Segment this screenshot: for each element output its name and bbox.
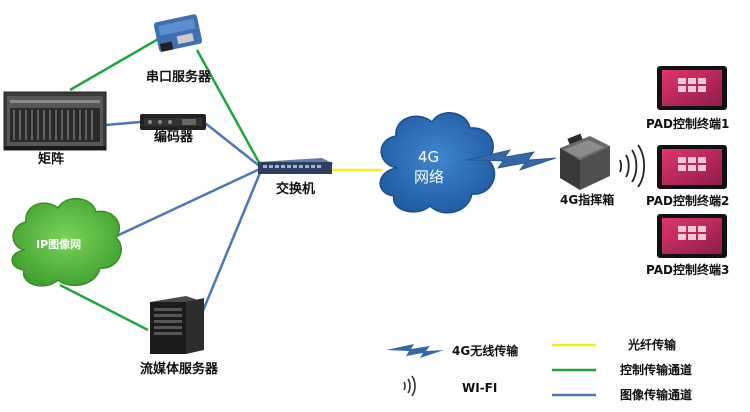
link-matrix-serial xyxy=(69,36,161,92)
4g-network-label-line2: 网络 xyxy=(414,168,445,186)
legend-image-label: 图像传输通道 xyxy=(620,388,693,402)
tablet-icon xyxy=(657,145,727,189)
link-encoder-switch xyxy=(204,122,263,169)
legend-control-label: 控制传输通道 xyxy=(620,363,693,377)
legend-wifi-icon xyxy=(403,375,416,397)
wifi-icon xyxy=(619,144,645,188)
legend-wireless-label: 4G无线传输 xyxy=(452,344,519,358)
legend-lightning-icon xyxy=(386,344,444,358)
lightning-icon xyxy=(465,149,557,171)
command-box-icon xyxy=(560,133,610,190)
stream-server-label: 流媒体服务器 xyxy=(140,362,219,377)
switch-label: 交换机 xyxy=(276,182,316,197)
pad3-label: PAD控制终端3 xyxy=(646,263,730,277)
matrix-icon xyxy=(3,91,107,151)
legend-fiber-label: 光纤传输 xyxy=(628,338,677,352)
stream-server-icon xyxy=(150,296,204,354)
link-ipnet-stream xyxy=(59,283,149,332)
serial-server-icon xyxy=(153,14,203,52)
pad1-label: PAD控制终端1 xyxy=(646,117,730,131)
link-stream-switch xyxy=(198,167,264,319)
cloud-icon xyxy=(11,198,122,287)
tablet-icon xyxy=(657,66,727,110)
switch-icon xyxy=(258,158,334,174)
serial-server-label: 串口服务器 xyxy=(146,70,212,85)
pad2-label: PAD控制终端2 xyxy=(646,194,730,208)
link-matrix-encoder xyxy=(105,120,141,127)
tablet-icon xyxy=(657,214,727,258)
4g-network-label-line1: 4G xyxy=(418,148,440,166)
link-ipnet-switch xyxy=(107,166,263,242)
command-box-label: 4G指挥箱 xyxy=(560,193,615,207)
encoder-icon xyxy=(140,114,206,130)
ip-network-label: IP图像网 xyxy=(36,238,82,251)
matrix-label: 矩阵 xyxy=(38,152,65,167)
link-serial-switch xyxy=(195,49,264,169)
legend-wifi-label: WI-FI xyxy=(462,381,498,395)
encoder-label: 编码器 xyxy=(154,130,194,145)
